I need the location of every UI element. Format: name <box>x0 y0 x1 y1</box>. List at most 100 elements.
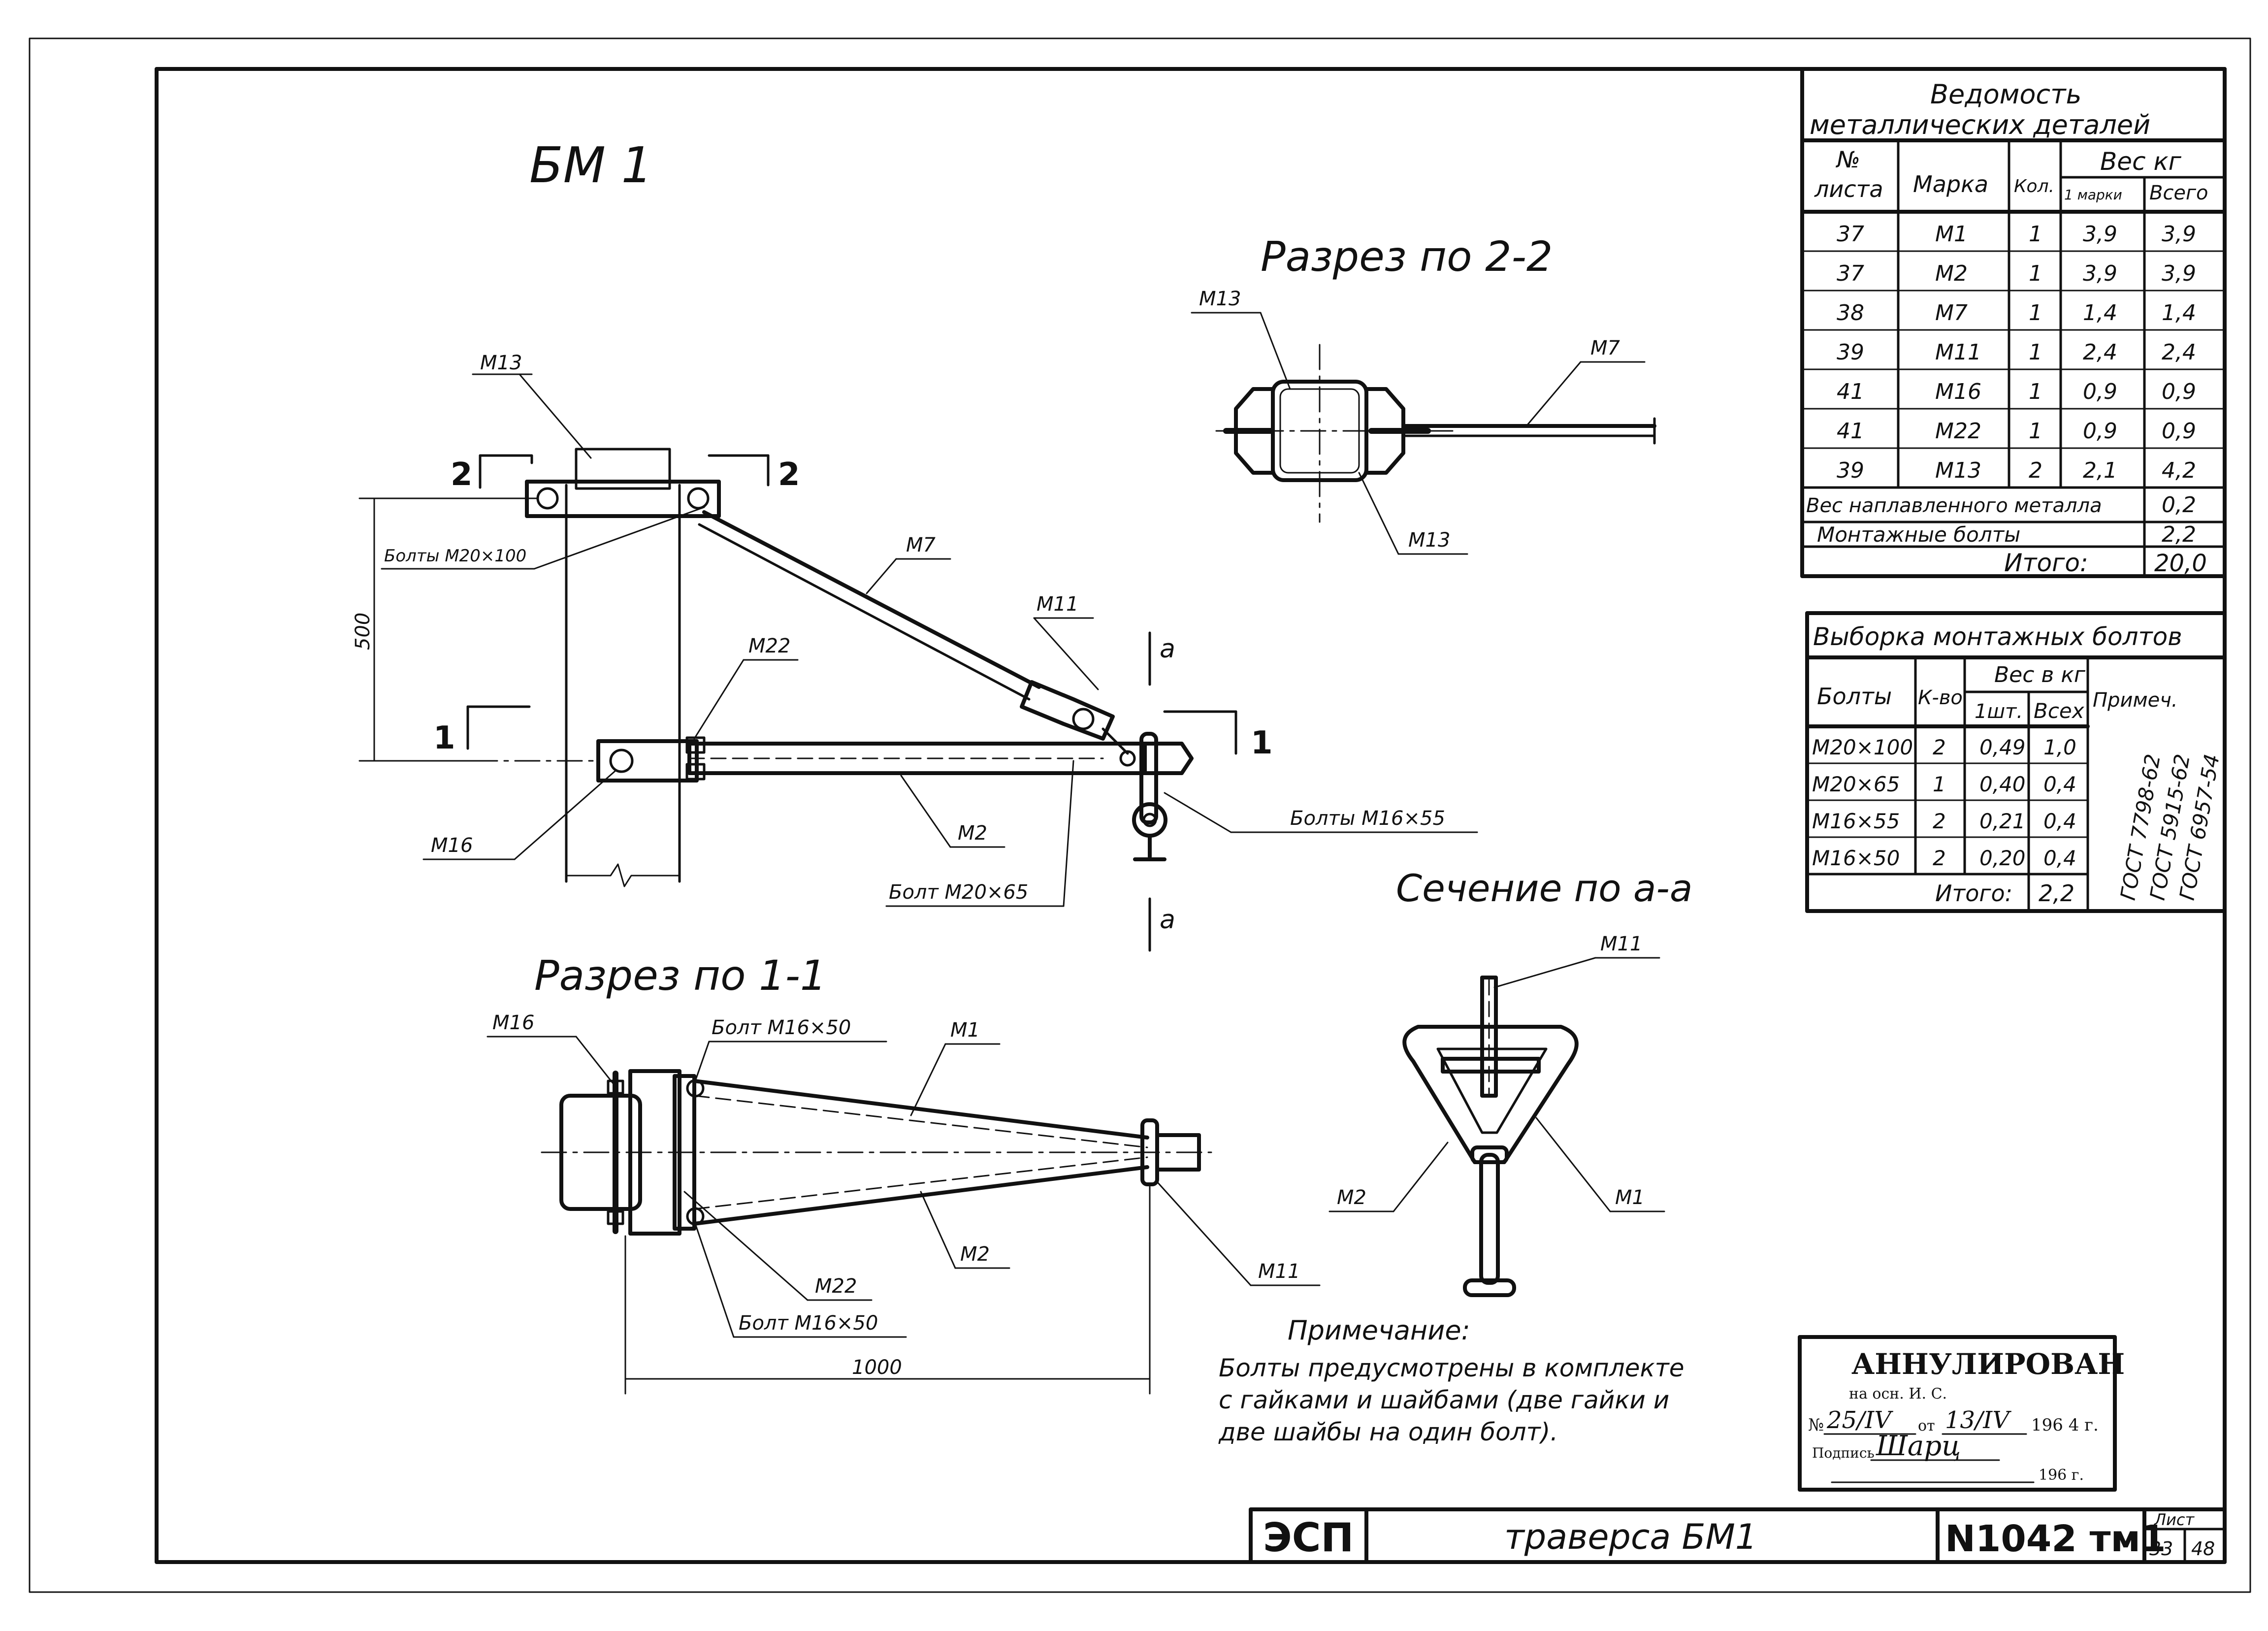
leader-m11 <box>1033 617 1099 690</box>
parts-cell-total: 4,2 <box>2162 458 2196 483</box>
label-m13: М13 <box>480 352 522 374</box>
parts-weld-label: Вес наплавленного металла <box>1806 494 2102 517</box>
bolts-h-bolts: Болты <box>1817 683 1892 710</box>
stamp-blank-date: 196 г. <box>2039 1467 2084 1484</box>
leader-11-m22 <box>683 1191 809 1301</box>
leader-m13 <box>518 373 592 459</box>
leader-22-m13-top <box>1260 312 1291 390</box>
label-bolts-m20x100: Болты М20×100 <box>384 546 526 566</box>
section-1-1-title: Разрез по 1-1 <box>534 951 826 1000</box>
end-fitting-tail <box>1155 1133 1201 1172</box>
arm-m2-bottom <box>692 1165 1149 1226</box>
parts-total-label: Итого: <box>2004 549 2088 577</box>
stamp-from-label: от <box>1918 1417 1935 1435</box>
parts-cell-per: 1,4 <box>2083 300 2117 326</box>
section-a-a-mark-top: a <box>1160 634 1175 664</box>
pipe-break-line <box>565 863 680 887</box>
label-11-bolt-bottom: Болт М16×50 <box>739 1312 878 1335</box>
parts-cell-total: 2,4 <box>2162 340 2196 365</box>
label-m16: М16 <box>431 834 473 857</box>
leader-22-m13-bottom <box>1358 472 1399 555</box>
parts-cell-sheet: 37 <box>1837 261 1864 286</box>
parts-cell-qty: 2 <box>2029 458 2042 483</box>
clamp-m16-plate <box>596 739 699 783</box>
bolts-cell-all: 0,4 <box>2043 809 2076 833</box>
parts-cell-total: 3,9 <box>2162 261 2196 286</box>
title-org: ЭСП <box>1263 1515 1354 1561</box>
parts-h-no-1: № <box>1835 146 1860 173</box>
bolts-h-one: 1шт. <box>1975 700 2023 723</box>
hook-foot <box>1463 1278 1516 1297</box>
bolts-cell-one: 0,20 <box>1979 846 2026 870</box>
stamp-year: 196 4 г. <box>2031 1415 2099 1435</box>
parts-cell-per: 2,4 <box>2083 340 2117 365</box>
parts-cell-mark: М22 <box>1935 419 1981 444</box>
note-line-3: две шайбы на один болт). <box>1218 1418 1558 1446</box>
bolts-cell-bolt: М16×50 <box>1812 846 1900 870</box>
hook-bar <box>1139 732 1158 824</box>
section-2-2-cut-left <box>479 454 533 464</box>
title-sheet-total: 48 <box>2191 1538 2215 1560</box>
parts-table-title-1: Ведомость <box>1930 79 2081 110</box>
parts-cell-qty: 1 <box>2029 379 2042 404</box>
arm-end-bolt <box>1119 750 1136 767</box>
leader-aa-m1 <box>1535 1117 1611 1212</box>
parts-h-mark: Марка <box>1913 171 1988 197</box>
bolts-cell-qty: 2 <box>1933 809 1946 833</box>
section-2-2-mark-right: 2 <box>778 457 800 493</box>
hook-head <box>1470 1145 1509 1164</box>
hook-shank <box>1479 1153 1500 1285</box>
stamp-sign-value: Шарц <box>1876 1430 1961 1462</box>
parts-cell-qty: 1 <box>2029 340 2042 365</box>
hanger-inner <box>1436 1047 1548 1134</box>
leader-11-bolt-bottom <box>694 1223 735 1338</box>
leader-bolts-m16x55 <box>1164 792 1232 833</box>
bolts-total-label: Итого: <box>1935 880 2012 907</box>
parts-cell-total: 0,9 <box>2162 379 2196 404</box>
parts-cell-total: 3,9 <box>2162 222 2196 247</box>
parts-cell-qty: 1 <box>2029 222 2042 247</box>
parts-table: Ведомость металлических деталей № листа … <box>1800 67 2227 578</box>
bolts-cell-qty: 2 <box>1933 846 1946 870</box>
bar-m11 <box>1480 976 1498 1098</box>
parts-cell-sheet: 39 <box>1837 458 1864 483</box>
leader-m2 <box>900 775 951 848</box>
bolts-total-value: 2,2 <box>2039 880 2074 907</box>
parts-h-weight: Вес кг <box>2100 147 2182 176</box>
label-aa-m11: М11 <box>1600 933 1642 955</box>
dim-1000-text: 1000 <box>852 1356 902 1379</box>
parts-cell-mark: М11 <box>1935 340 1981 365</box>
hanger-outer <box>1402 1025 1579 1164</box>
parts-cell-mark: М7 <box>1935 300 1968 326</box>
outer-trim-line <box>29 37 2251 1593</box>
parts-cell-per: 3,9 <box>2083 222 2117 247</box>
bolts-cell-all: 0,4 <box>2043 846 2076 870</box>
leader-11-m11 <box>1156 1181 1252 1286</box>
label-m22: М22 <box>748 635 790 657</box>
title-block: ЭСП траверса БМ1 N1042 тм1 Лист 33 48 <box>1249 1507 2227 1564</box>
parts-cell-mark: М2 <box>1935 261 1968 286</box>
parts-cell-mark: М1 <box>1935 222 1968 247</box>
note-block: Примечание: Болты предусмотрены в компле… <box>1218 1315 1685 1446</box>
label-m7: М7 <box>906 534 936 556</box>
parts-cell-sheet: 38 <box>1837 300 1864 326</box>
section-a-a-view: Сечение по а-а М11 М2 М1 <box>1328 866 1692 1297</box>
label-m11: М11 <box>1037 593 1078 616</box>
bolt-hole-m16 <box>609 749 634 773</box>
bolts-cell-one: 0,49 <box>1979 735 2026 759</box>
section-2-2-mark-left: 2 <box>451 457 473 493</box>
parts-cell-qty: 1 <box>2029 300 2042 326</box>
stamp-no-label: № <box>1808 1415 1824 1435</box>
bolts-cell-bolt: М20×100 <box>1812 735 1913 759</box>
leader-11-bolt-top <box>694 1041 710 1082</box>
parts-cell-sheet: 41 <box>1837 419 1864 444</box>
title-block-frame <box>1249 1507 2227 1564</box>
label-11-m11: М11 <box>1258 1260 1300 1283</box>
arm-end-fitting <box>1101 742 1194 775</box>
stamp-no-value: 25/IV <box>1826 1406 1893 1434</box>
clamp-nut-top <box>607 1079 624 1095</box>
leader-m16 <box>514 770 616 860</box>
